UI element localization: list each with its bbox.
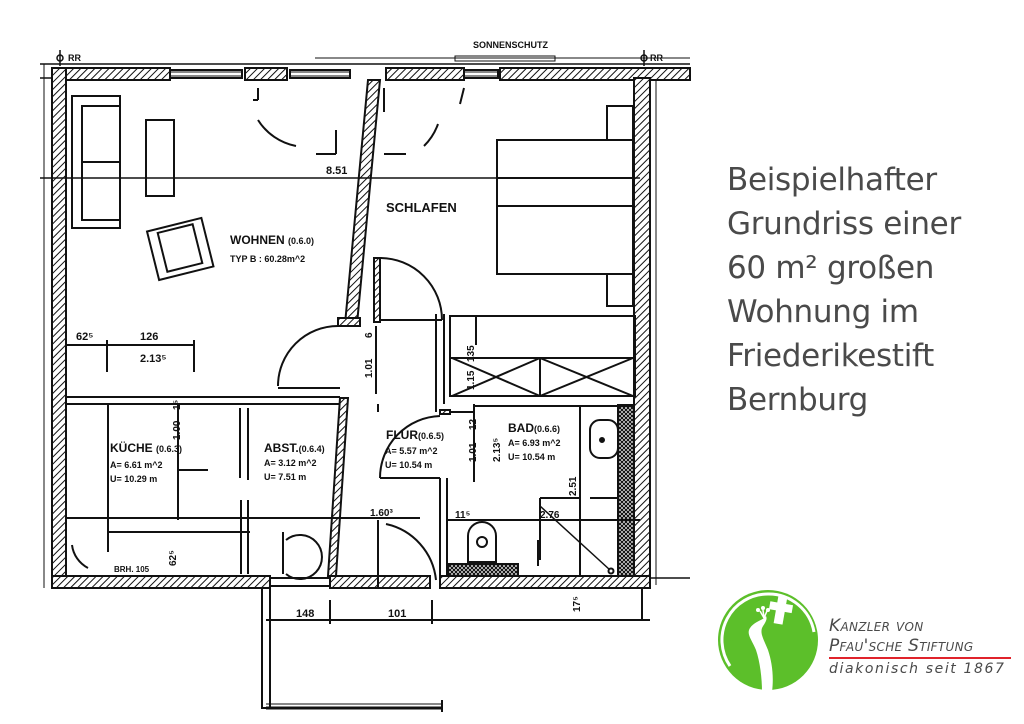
caption: Beispielhafter Grundriss einer 60 m² gro… (727, 158, 1017, 422)
dim-251: 2.51 (568, 476, 579, 496)
logo-text: Kanzler von Pfau'sche Stiftung diakonisc… (829, 616, 1011, 677)
room-flur-perimeter: U= 10.54 m (385, 460, 432, 470)
room-kueche-area: A= 6.61 m^2 (110, 460, 163, 470)
logo-line-1: Kanzler von (829, 616, 924, 636)
dim-door-101: 1.01 (364, 358, 375, 378)
axis-label-left: RR (68, 53, 81, 63)
room-abst-area: A= 3.12 m^2 (264, 458, 317, 468)
dim-135: 135 (466, 345, 477, 362)
dim-126: 126 (140, 331, 158, 343)
room-schlafen: SCHLAFEN (386, 200, 457, 215)
room-bad: BAD(0.6.6) (508, 421, 560, 435)
sunshade-label: SONNENSCHUTZ (473, 40, 549, 50)
dim-1-5: 1⁵ (172, 399, 183, 410)
dim-6: 6 (364, 332, 375, 338)
caption-line: Beispielhafter (727, 162, 937, 198)
caption-line: 60 m² großen (727, 250, 935, 286)
dim-flur-101: 1.01 (468, 442, 479, 462)
dim-213-5: 2.13⁵ (140, 353, 167, 365)
floor-plan: RR RR SONNENSCHUTZ 8.51 SCHLAFEN WOHNEN … (40, 40, 691, 712)
dim-115: 1.15 (466, 370, 477, 390)
room-abst: ABST.(0.6.4) (264, 441, 325, 455)
room-abst-perimeter: U= 7.51 m (264, 472, 306, 482)
room-wohnen: WOHNEN (0.6.0) (230, 233, 314, 247)
dim-62-5: 62⁵ (76, 331, 93, 343)
room-wohnen-type: TYP B : 60.28m^2 (230, 254, 305, 264)
dim-11-5: 11⁵ (455, 510, 471, 521)
room-bad-perimeter: U= 10.54 m (508, 452, 555, 462)
dim-276: 2.76 (540, 510, 560, 521)
caption-line: Grundriss einer (727, 206, 961, 242)
dim-bad-213-5: 2.13⁵ (492, 438, 503, 462)
foundation-logo: Kanzler von Pfau'sche Stiftung diakonisc… (716, 588, 1016, 698)
caption-line: Friederikestift (727, 338, 934, 374)
logo-line-2: Pfau'sche Stiftung (829, 636, 974, 656)
dim-brh: BRH. 105 (114, 565, 150, 574)
caption-line: Wohnung im (727, 294, 919, 330)
dim-851: 8.51 (326, 165, 347, 177)
room-kueche-perimeter: U= 10.29 m (110, 474, 157, 484)
room-bad-area: A= 6.93 m^2 (508, 438, 561, 448)
dim-101-b: 101 (388, 608, 406, 620)
dim-62-5-b: 62⁵ (168, 550, 179, 566)
dim-160: 1.60³ (370, 508, 393, 519)
room-kueche: KÜCHE (0.6.3) (110, 440, 182, 455)
dim-148: 148 (296, 608, 314, 620)
logo-tagline: diakonisch seit 1867 (829, 661, 1006, 677)
room-flur-area: A= 5.57 m^2 (385, 446, 438, 456)
peacock-cross-icon (718, 590, 818, 692)
dim-17-5: 17⁵ (572, 596, 583, 612)
logo-divider (829, 657, 1011, 659)
caption-line: Bernburg (727, 382, 868, 418)
dim-12: 12 (468, 418, 479, 430)
room-flur: FLUR(0.6.5) (386, 428, 444, 442)
dim-100: 1.00 (172, 420, 183, 440)
axis-label-right: RR (650, 53, 663, 63)
